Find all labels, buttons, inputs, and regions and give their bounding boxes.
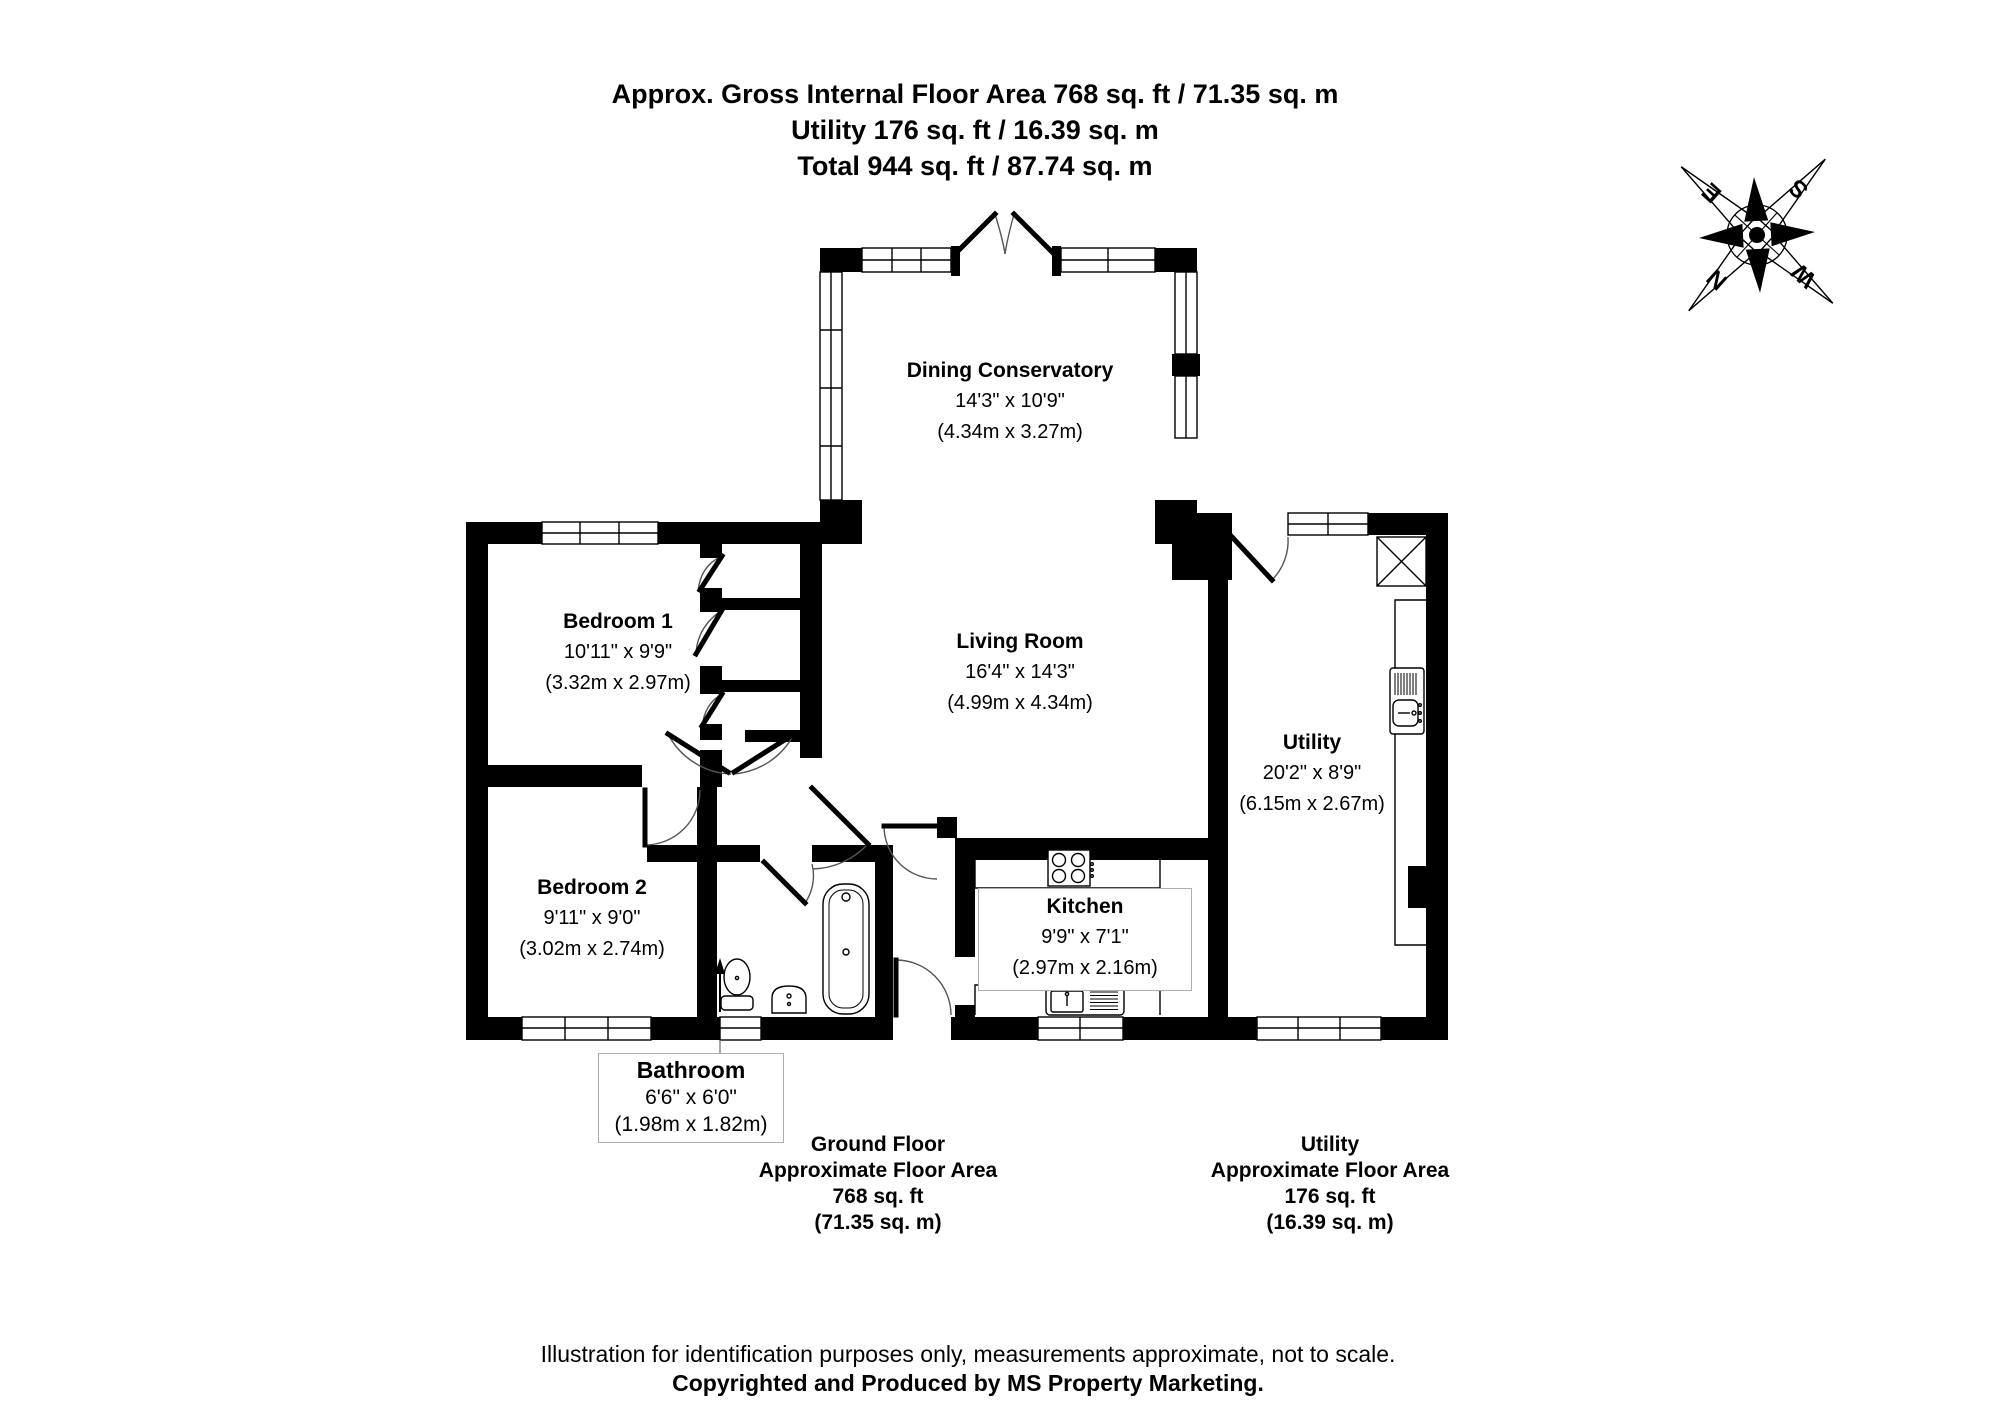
windows — [521, 247, 1382, 1041]
room-name: Utility — [1282, 731, 1342, 754]
kitchen-window — [1037, 1016, 1124, 1041]
room-name: Bathroom — [636, 1057, 746, 1083]
fixtures — [720, 536, 1427, 1016]
disclaimer-block: Illustration for identification purposes… — [0, 1340, 1936, 1398]
toilet-fixture — [720, 958, 754, 1011]
conservatory-right-window-lower — [1174, 375, 1198, 439]
conservatory-right-window-upper — [1174, 271, 1198, 355]
drainer-lines — [1090, 991, 1118, 1011]
room-dims-imperial: 9'11" x 9'0" — [543, 907, 641, 929]
title-block: Approx. Gross Internal Floor Area 768 sq… — [0, 76, 1950, 184]
utility-area-block: Utility Approximate Floor Area 176 sq. f… — [1211, 1132, 1449, 1236]
ground-floor-line-4: (71.35 sq. m) — [814, 1211, 942, 1234]
bedroom2-window — [521, 1016, 652, 1041]
ground-floor-line-1: Ground Floor — [810, 1133, 946, 1156]
basin-fixture — [771, 985, 807, 1014]
room-label-living: Living Room 16'4" x 14'3" (4.99m x 4.34m… — [947, 626, 1093, 719]
room-dims-metric: (3.32m x 2.97m) — [545, 672, 691, 694]
room-label-kitchen: Kitchen 9'9" x 7'1" (2.97m x 2.16m) — [978, 888, 1192, 991]
utility-counter — [1394, 599, 1426, 946]
room-dims-imperial: 14'3" x 10'9" — [955, 390, 1065, 412]
conservatory-top-window-left — [861, 247, 952, 273]
door-leaves — [642, 210, 1276, 1018]
utility-bottom-window — [1256, 1016, 1382, 1041]
kitchen-sink-fixture — [1045, 987, 1125, 1016]
ground-floor-line-3: 768 sq. ft — [832, 1185, 924, 1208]
room-dims-metric: (2.97m x 2.16m) — [1012, 957, 1158, 979]
room-label-bedroom1: Bedroom 1 10'11" x 9'9" (3.32m x 2.97m) — [545, 606, 691, 699]
room-dims-metric: (1.98m x 1.82m) — [614, 1113, 768, 1136]
room-dims-metric: (4.34m x 3.27m) — [937, 421, 1083, 443]
ground-floor-area-block: Ground Floor Approximate Floor Area 768 … — [759, 1132, 997, 1236]
hob-fixture — [1047, 849, 1094, 887]
room-name: Kitchen — [1046, 895, 1124, 918]
title-line-3: Total 944 sq. ft / 87.74 sq. m — [797, 151, 1153, 181]
bath-fixture — [822, 883, 870, 1015]
room-name: Bedroom 2 — [537, 876, 647, 899]
disclaimer-line-2: Copyrighted and Produced by MS Property … — [672, 1370, 1264, 1396]
utility-area-line-2: Approximate Floor Area — [1210, 1159, 1450, 1182]
washer-fixture — [1389, 667, 1425, 735]
utility-top-window — [1287, 512, 1369, 536]
conservatory-left-window — [819, 271, 843, 501]
room-name: Bedroom 1 — [563, 610, 673, 633]
room-dims-imperial: 10'11" x 9'9" — [563, 641, 673, 663]
room-name: Living Room — [956, 630, 1084, 653]
room-dims-imperial: 6'6" x 6'0" — [645, 1086, 737, 1109]
utility-area-line-4: (16.39 sq. m) — [1266, 1211, 1394, 1234]
storage-x-box — [1376, 536, 1427, 587]
compass-rose-icon: N S E W — [1680, 158, 1834, 312]
room-dims-metric: (3.02m x 2.74m) — [519, 938, 665, 960]
room-label-utility: Utility 20'2" x 8'9" (6.15m x 2.67m) — [1239, 727, 1385, 820]
room-name: Dining Conservatory — [906, 359, 1114, 382]
room-dims-imperial: 9'9" x 7'1" — [1041, 926, 1129, 948]
room-dims-metric: (4.99m x 4.34m) — [947, 692, 1093, 714]
room-dims-imperial: 20'2" x 8'9" — [1262, 762, 1362, 784]
bedroom1-window — [541, 521, 659, 545]
title-line-2: Utility 176 sq. ft / 16.39 sq. m — [791, 115, 1159, 145]
room-label-bathroom: Bathroom 6'6" x 6'0" (1.98m x 1.82m) — [598, 1053, 784, 1143]
bathroom-window — [719, 1016, 762, 1041]
walls — [466, 246, 1448, 1040]
ground-floor-line-2: Approximate Floor Area — [758, 1159, 998, 1182]
title-line-1: Approx. Gross Internal Floor Area 768 sq… — [611, 79, 1339, 109]
room-dims-imperial: 16'4" x 14'3" — [965, 661, 1075, 683]
utility-area-line-3: 176 sq. ft — [1284, 1185, 1376, 1208]
conservatory-top-window-right — [1060, 247, 1156, 273]
room-label-bedroom2: Bedroom 2 9'11" x 9'0" (3.02m x 2.74m) — [519, 872, 665, 965]
bathroom-leader-arrowhead — [715, 958, 725, 974]
room-dims-metric: (6.15m x 2.67m) — [1239, 793, 1385, 815]
room-label-conservatory: Dining Conservatory 14'3" x 10'9" (4.34m… — [907, 355, 1114, 448]
utility-area-line-1: Utility — [1300, 1133, 1360, 1156]
disclaimer-line-1: Illustration for identification purposes… — [540, 1341, 1396, 1367]
